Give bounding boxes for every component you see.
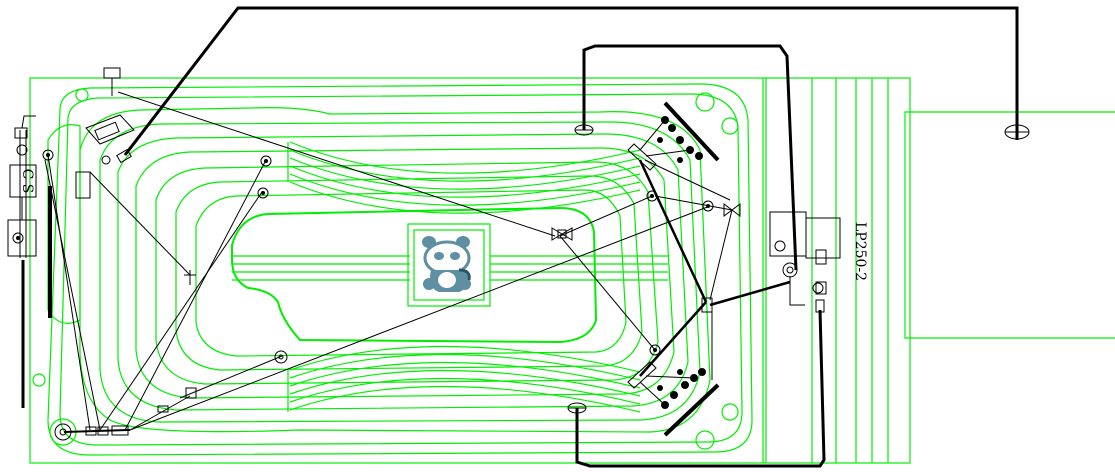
drain-icon: [54, 423, 129, 441]
panda-logo-icon: [422, 236, 471, 292]
equipment: C S: [7, 67, 1030, 441]
fitting-icon: [274, 350, 288, 364]
jet-nozzle-icon: [627, 116, 703, 171]
fitting-icon: [185, 387, 197, 399]
fitting-icon: [157, 405, 169, 413]
tub-outline: [29, 77, 1115, 464]
manifold-icon: [701, 297, 713, 313]
tee-icon: [184, 270, 196, 282]
cs-label: C S: [19, 169, 35, 194]
diverter-valve-icon: [551, 227, 573, 241]
diverter-valve-icon: [723, 203, 741, 217]
sensor-box-icon: [75, 171, 91, 199]
plumbing-lines: [19, 6, 1019, 468]
air-control-icon: [42, 149, 714, 356]
jet-nozzle-icon: [627, 361, 706, 409]
floor-drain-icon: [567, 124, 1030, 414]
skimmer-icon: [85, 67, 135, 165]
fitting-icon: [278, 354, 284, 360]
control-panel-icon: C S: [7, 115, 37, 257]
model-label: LP250-2: [852, 222, 868, 281]
pump-icon: [769, 211, 841, 313]
